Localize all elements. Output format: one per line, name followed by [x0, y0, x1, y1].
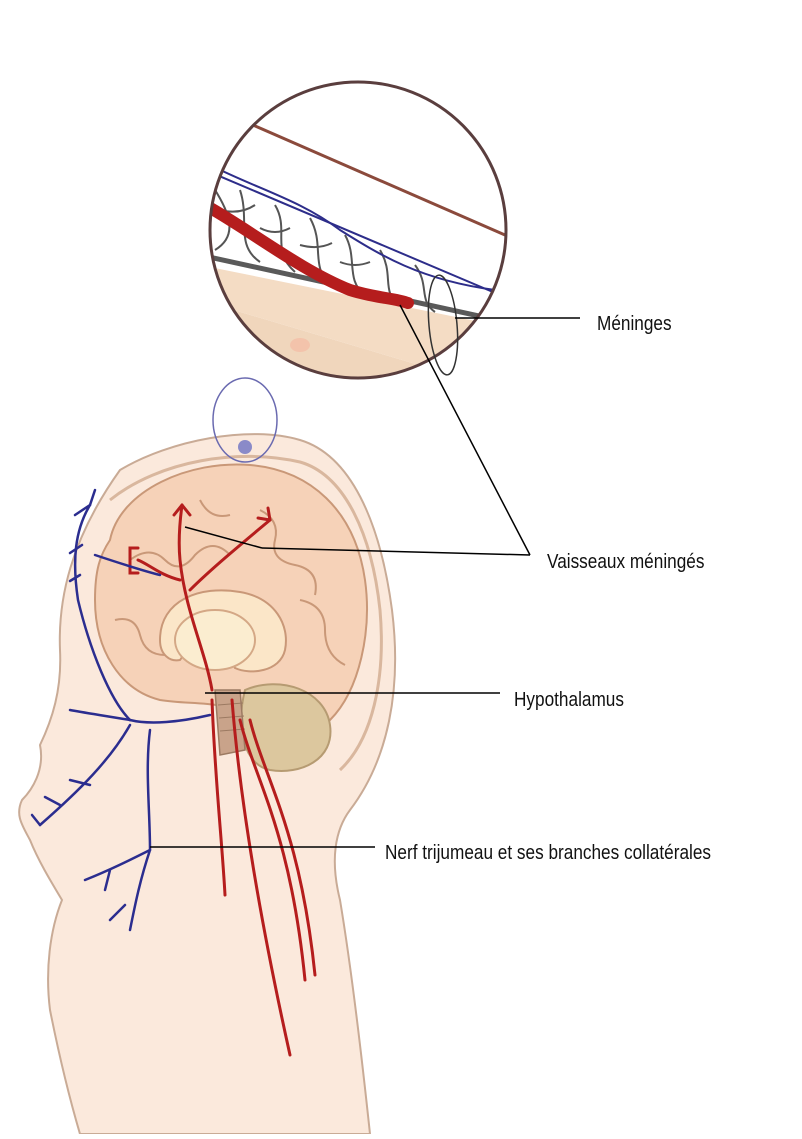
meninges-zoom-circle — [200, 80, 520, 420]
zoom-connector — [213, 378, 277, 462]
leader-vaisseaux-zoom — [400, 305, 530, 555]
label-hypothalamus: Hypothalamus — [514, 688, 624, 712]
label-meninges: Méninges — [597, 312, 672, 336]
label-vaisseaux-meninges: Vaisseaux méningés — [547, 550, 704, 574]
label-nerf-trijumeau: Nerf trijumeau et ses branches collatéra… — [385, 841, 711, 865]
